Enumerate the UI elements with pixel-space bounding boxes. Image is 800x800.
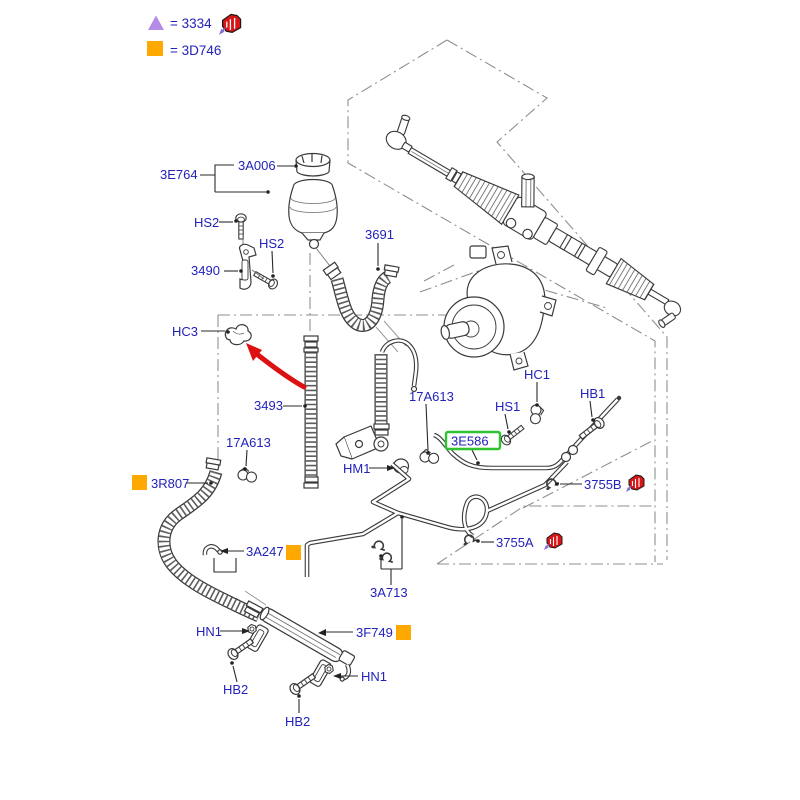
red-flag-icon <box>625 474 645 493</box>
clamp-3755a <box>460 532 479 547</box>
callout-hn1-right: HN1 <box>333 669 387 684</box>
part-label-hc1[interactable]: HC1 <box>524 367 550 382</box>
callout-hs2-2: HS2 <box>259 236 284 278</box>
part-label-hc3[interactable]: HC3 <box>172 324 198 339</box>
part-label-3755b[interactable]: 3755B <box>584 477 622 492</box>
red-arrow <box>246 343 307 390</box>
callout-3a006: 3A006 <box>238 158 298 173</box>
cooler-bracket-left <box>246 624 269 652</box>
hose-3r807 <box>157 457 264 622</box>
red-flag-icon <box>218 13 242 36</box>
part-label-3a247[interactable]: 3A247 <box>246 544 284 559</box>
part-label-3e764[interactable]: 3E764 <box>160 167 198 182</box>
orange-square-symbol <box>147 41 163 56</box>
part-label-3755a[interactable]: 3755A <box>496 535 534 550</box>
reservoir-bracket-3490 <box>238 243 257 290</box>
hs1-bolt <box>498 422 527 448</box>
clamp-3a713-1 <box>370 538 388 553</box>
hc3-clip <box>224 324 252 346</box>
part-label-3e586[interactable]: 3E586 <box>451 434 489 449</box>
part-label-3691[interactable]: 3691 <box>365 227 394 242</box>
part-label-hs2-2[interactable]: HS2 <box>259 236 284 251</box>
clip-17a613-left <box>236 465 258 485</box>
part-label-17a613-mid[interactable]: 17A613 <box>409 389 454 404</box>
callout-3r807: 3R807 <box>132 475 213 491</box>
callout-hb2-left: HB2 <box>223 661 248 697</box>
callout-17a613-mid: 17A613 <box>409 389 454 455</box>
part-label-3a713[interactable]: 3A713 <box>370 585 408 600</box>
part-label-hs1[interactable]: HS1 <box>495 399 520 414</box>
pipes-drawing <box>304 395 622 577</box>
part-label-hb1[interactable]: HB1 <box>580 386 605 401</box>
part-label-3493[interactable]: 3493 <box>254 398 283 413</box>
part-label-hm1[interactable]: HM1 <box>343 461 370 476</box>
reservoir-drawing <box>288 152 338 267</box>
part-label-hn1-right[interactable]: HN1 <box>361 669 387 684</box>
callout-hc3: HC3 <box>172 324 230 339</box>
part-label-17a613-left[interactable]: 17A613 <box>226 435 271 450</box>
callout-hm1: HM1 <box>343 461 395 476</box>
callout-3755a: 3755A <box>476 532 563 551</box>
part-label-3a006[interactable]: 3A006 <box>238 158 276 173</box>
callout-hs1: HS1 <box>495 399 520 434</box>
legend-label-3334: = 3334 <box>170 16 212 31</box>
callout-hb2-right: HB2 <box>285 694 310 729</box>
hose-17a613-assembly <box>335 338 419 474</box>
part-label-hb2-right[interactable]: HB2 <box>285 714 310 729</box>
pump-drawing <box>440 245 557 371</box>
legend: = 3334 = 3D746 <box>147 13 242 58</box>
highlight-box <box>444 430 502 451</box>
red-flag-icon <box>543 532 563 551</box>
part-label-3490[interactable]: 3490 <box>191 263 220 278</box>
cooler-drawing <box>259 606 356 682</box>
callout-hb1: HB1 <box>580 386 605 422</box>
callout-3493: 3493 <box>254 398 307 413</box>
callout-hn1-left: HN1 <box>196 624 250 639</box>
orange-square-marker <box>286 545 301 560</box>
callout-3f749: 3F749 <box>318 625 411 640</box>
legend-label-3d746: = 3D746 <box>170 43 221 58</box>
callout-hc1: HC1 <box>524 367 550 407</box>
callout-3a247: 3A247 <box>213 544 301 573</box>
part-label-3f749[interactable]: 3F749 <box>356 625 393 640</box>
callout-3490: 3490 <box>191 263 243 278</box>
part-label-3r807[interactable]: 3R807 <box>151 476 189 491</box>
callout-3755b: 3755B <box>555 474 645 493</box>
purple-triangle-symbol <box>148 15 164 30</box>
steering-rack-drawing <box>385 114 682 328</box>
part-label-hb2-left[interactable]: HB2 <box>223 682 248 697</box>
callout-3691: 3691 <box>365 227 394 271</box>
hose-3493 <box>303 335 319 489</box>
callout-17a613-left: 17A613 <box>226 435 271 471</box>
orange-square-marker <box>396 625 411 640</box>
orange-square-marker <box>132 475 147 490</box>
hs2-bolt-1 <box>235 213 247 240</box>
hs2-bolt-2 <box>251 268 280 292</box>
hose-3691 <box>322 261 400 332</box>
clip-17a613-mid <box>417 446 441 468</box>
callout-3e764: 3E764 <box>160 164 270 194</box>
part-label-hs2-1[interactable]: HS2 <box>194 215 219 230</box>
part-label-hn1-left[interactable]: HN1 <box>196 624 222 639</box>
callout-3e586-highlighted: 3E586 <box>444 430 502 465</box>
dash-dot-borders <box>217 39 668 565</box>
callout-3a713: 3A713 <box>370 515 408 600</box>
callout-hs2-1: HS2 <box>194 215 238 230</box>
